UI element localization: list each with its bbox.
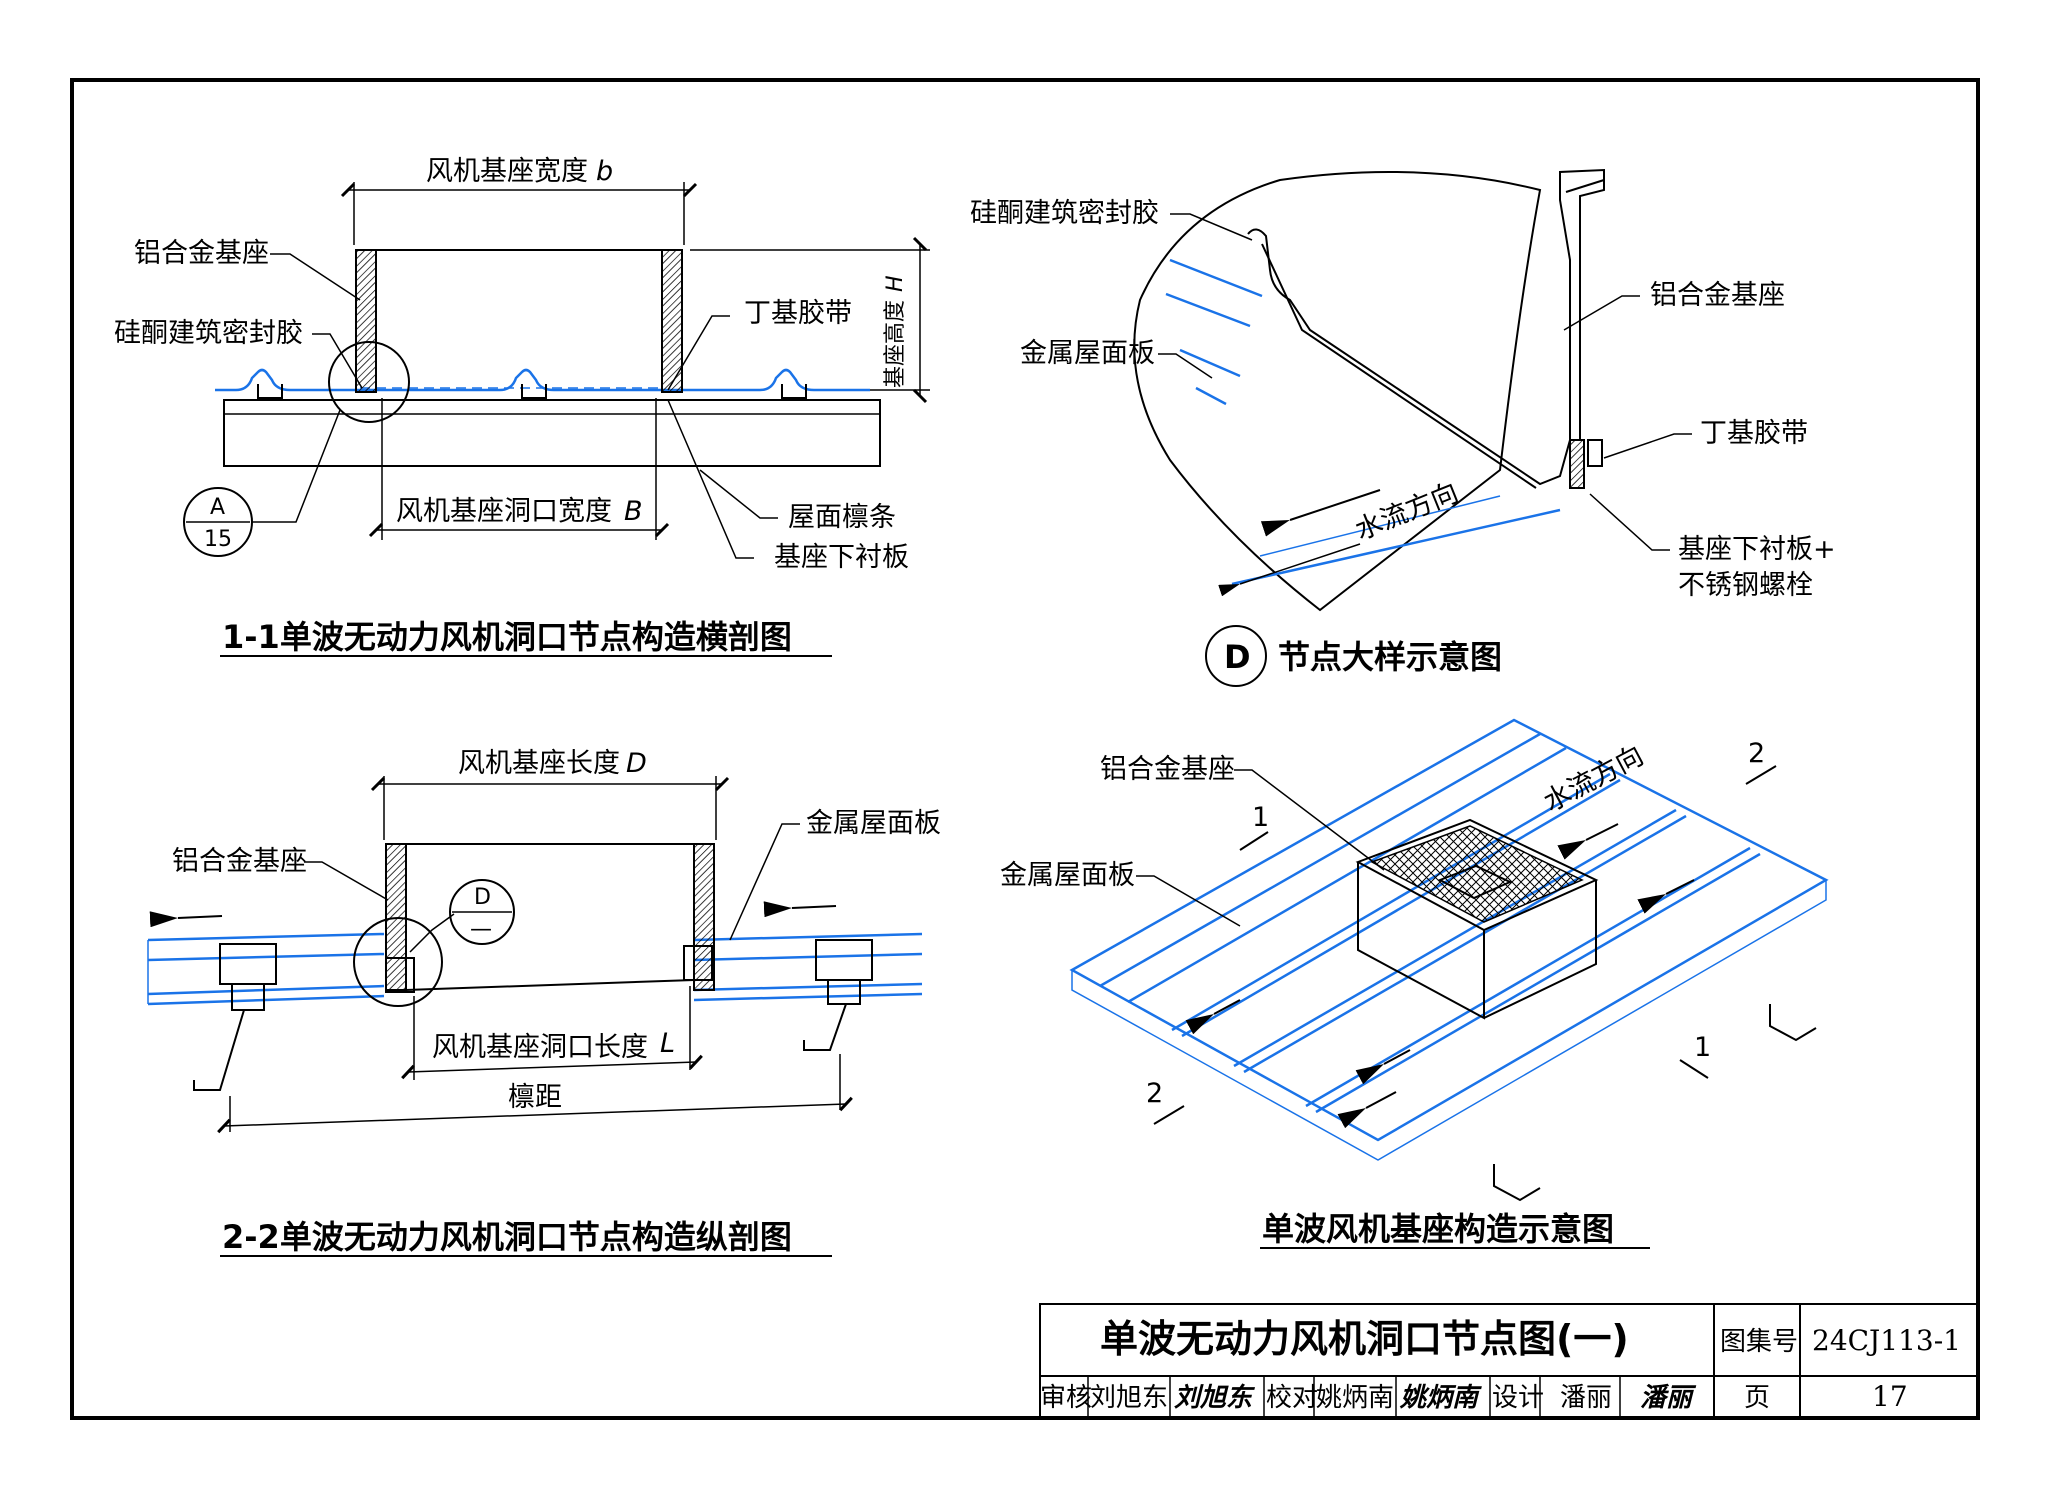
label-silicone-sealant-d: 硅酮建筑密封胶 bbox=[970, 198, 1159, 229]
drawing-title: 单波无动力风机洞口节点图(一) bbox=[1100, 1317, 1629, 1361]
page-number: 17 bbox=[1872, 1380, 1908, 1413]
title-block: 单波无动力风机洞口节点图(一) 图集号 24CJ113-1 页 17 审核 刘旭… bbox=[1039, 1303, 1979, 1419]
reviewer-signature: 刘旭东 bbox=[1174, 1383, 1256, 1413]
dim-base-width: 风机基座宽度 bbox=[426, 156, 588, 187]
design-label: 设计 bbox=[1492, 1383, 1544, 1413]
label-silicone-sealant-1: 硅酮建筑密封胶 bbox=[114, 318, 303, 349]
label-metal-roof-panel-2: 金属屋面板 bbox=[806, 808, 941, 839]
check-label: 校对 bbox=[1266, 1383, 1318, 1413]
dim-opening-length: 风机基座洞口长度 bbox=[432, 1032, 648, 1063]
label-aluminum-base-1: 铝合金基座 bbox=[134, 238, 269, 269]
detail-d-outline bbox=[1133, 171, 1542, 612]
review-label: 审核 bbox=[1040, 1383, 1092, 1413]
detail-circle-a bbox=[328, 341, 410, 423]
detail-d-flow-arrow bbox=[1260, 489, 1381, 537]
detail-d: 水流方向 硅酮建筑密封胶 金属屋面板 铝合金基座 丁基胶带 基座下衬板+ 不锈钢… bbox=[970, 168, 1836, 687]
cut-mark-2-top: 2 bbox=[1748, 738, 1765, 769]
detail-d-roof-lines bbox=[1165, 258, 1561, 586]
reviewer-name: 刘旭东 bbox=[1090, 1383, 1168, 1413]
label-aluminum-base-iso: 铝合金基座 bbox=[1100, 754, 1235, 785]
cut-mark-1-top: 1 bbox=[1252, 802, 1269, 833]
dim-opening-width: 风机基座洞口宽度 bbox=[396, 496, 612, 527]
base-wall-right-2 bbox=[693, 843, 715, 991]
designer-name: 潘丽 bbox=[1560, 1383, 1612, 1413]
isometric-view: 水流方向 1 2 1 2 铝合金基座 金属屋面板 单波风机基座构造示意图 bbox=[1000, 718, 1829, 1249]
base-wall-left bbox=[355, 249, 377, 393]
roof-panel-section bbox=[215, 368, 870, 392]
base-wall-left-2 bbox=[385, 843, 407, 991]
label-base-liner: 基座下衬板 bbox=[774, 542, 909, 573]
label-butyl-tape-d: 丁基胶带 bbox=[1700, 418, 1808, 449]
page-label: 页 bbox=[1744, 1383, 1770, 1413]
label-metal-roof-panel-iso: 金属屋面板 bbox=[1000, 860, 1135, 891]
dim-base-height: 基座高度 bbox=[883, 300, 908, 388]
detail-ref-dash: — bbox=[470, 917, 492, 942]
dim-base-width-var: b bbox=[596, 156, 613, 187]
atlas-number: 24CJ113-1 bbox=[1812, 1324, 1961, 1357]
label-metal-roof-panel-d: 金属屋面板 bbox=[1020, 338, 1155, 369]
roof-purlin bbox=[223, 399, 881, 467]
dim-purlin-spacing: 檩距 bbox=[508, 1082, 562, 1113]
detail-d-title: 节点大样示意图 bbox=[1278, 638, 1502, 676]
dim-opening-length-var: L bbox=[660, 1028, 675, 1059]
label-butyl-tape-1: 丁基胶带 bbox=[744, 298, 852, 329]
checker-name: 姚炳南 bbox=[1316, 1383, 1394, 1413]
iso-flow-label: 水流方向 bbox=[1539, 740, 1649, 818]
detail-circle-d bbox=[353, 917, 443, 1007]
section-2-2: 风机基座长度 D 风机基座洞口长度 L 檩距 铝合金基座 金属屋面板 D — 2… bbox=[147, 748, 941, 1257]
detail-ref-bubble-d bbox=[449, 879, 515, 945]
iso-roof-panel bbox=[1069, 718, 1829, 1161]
label-liner-bolt-2: 不锈钢螺栓 bbox=[1678, 570, 1813, 601]
label-aluminum-base-2: 铝合金基座 bbox=[172, 846, 307, 877]
dim-base-length: 风机基座长度 bbox=[458, 748, 620, 779]
detail-ref-d: D bbox=[474, 885, 491, 910]
designer-signature: 潘丽 bbox=[1640, 1383, 1697, 1413]
dim-opening-width-var: B bbox=[624, 496, 643, 527]
dim-base-height-var: H bbox=[883, 275, 908, 292]
label-aluminum-base-d: 铝合金基座 bbox=[1650, 280, 1785, 311]
detail-d-base bbox=[1247, 168, 1605, 486]
cut-mark-1-bottom: 1 bbox=[1694, 1032, 1711, 1063]
purlin-right bbox=[803, 939, 873, 1051]
cut-mark-2-bottom: 2 bbox=[1146, 1078, 1163, 1109]
atlas-label: 图集号 bbox=[1720, 1327, 1798, 1357]
label-roof-purlin: 屋面檩条 bbox=[788, 502, 896, 533]
section-1-1: 风机基座宽度 b 基座高度 H 风机基座洞口宽度 B 铝合金基座 硅酮建筑密封胶… bbox=[114, 156, 930, 657]
section-2-2-title: 2-2单波无动力风机洞口节点构造纵剖图 bbox=[222, 1218, 792, 1256]
detail-ref-bubble-a bbox=[183, 487, 253, 557]
base-wall-right bbox=[661, 249, 683, 393]
sheet-frame bbox=[70, 78, 1980, 1420]
iso-base-box bbox=[1355, 818, 1599, 1020]
dim-base-length-var: D bbox=[626, 748, 647, 779]
purlin-left bbox=[193, 943, 277, 1091]
checker-signature: 姚炳南 bbox=[1399, 1383, 1482, 1413]
detail-ref-15: 15 bbox=[204, 527, 232, 552]
label-liner-bolt-1: 基座下衬板+ bbox=[1678, 534, 1836, 565]
isometric-title: 单波风机基座构造示意图 bbox=[1262, 1210, 1614, 1248]
detail-d-marker-circle bbox=[1205, 625, 1267, 687]
detail-d-marker: D bbox=[1224, 638, 1251, 676]
detail-ref-a: A bbox=[210, 495, 225, 520]
roof-panel-long bbox=[147, 932, 923, 1006]
section-1-1-title: 1-1单波无动力风机洞口节点构造横剖图 bbox=[222, 618, 792, 656]
